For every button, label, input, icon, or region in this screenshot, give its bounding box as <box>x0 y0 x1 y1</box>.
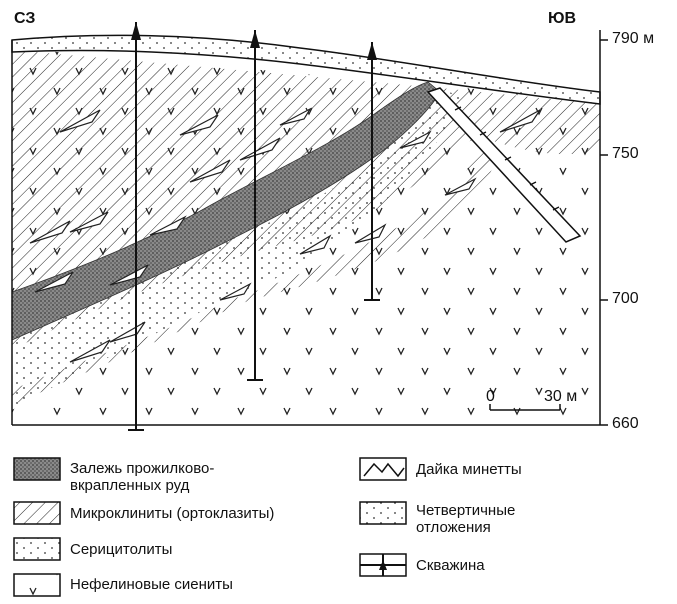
scale-bar-start-label: 0 <box>486 388 495 405</box>
scale-bar <box>489 404 561 411</box>
label-se: ЮВ <box>548 10 577 27</box>
well-2 <box>247 30 263 381</box>
legend-sericitolite-swatch <box>13 537 61 561</box>
legend-sericitolite-label: Серицитолиты <box>70 541 173 558</box>
legend-dike-swatch <box>359 457 407 481</box>
microcline-lower-layer <box>12 145 500 405</box>
depth-tick-660: 660 <box>612 415 639 432</box>
legend-syenite-label: Нефелиновые сиениты <box>70 576 233 593</box>
well-3 <box>364 42 380 301</box>
well-1 <box>128 22 144 431</box>
legend-ore-swatch <box>13 457 61 481</box>
legend-microcline-swatch <box>13 501 61 525</box>
legend-quaternary-swatch <box>359 501 407 525</box>
scale-bar-end-label: 30 м <box>544 388 578 405</box>
depth-tick-790: 790 м <box>612 30 655 47</box>
legend-syenite-swatch <box>13 573 61 597</box>
label-nw: СЗ <box>14 10 36 27</box>
depth-tick-750: 750 <box>612 145 639 162</box>
legend-microcline-label: Микроклиниты (ортоклазиты) <box>70 505 275 522</box>
legend-dike-label: Дайка минетты <box>416 461 522 478</box>
legend-well-swatch <box>359 553 407 577</box>
minette-dike <box>426 87 582 243</box>
legend-quaternary-label: Четвертичные отложения <box>416 502 516 536</box>
depth-tick-700: 700 <box>612 290 639 307</box>
legend-ore-label: Залежь прожилково- вкрапленных руд <box>70 460 215 494</box>
legend-well-label: Скважина <box>416 557 485 574</box>
